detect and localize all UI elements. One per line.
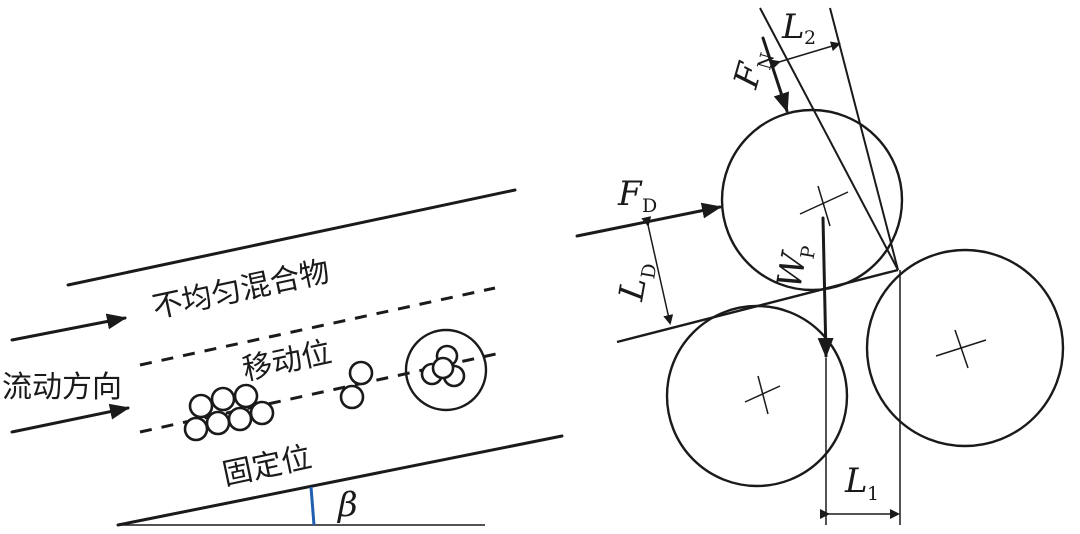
l1-label: L 1 (844, 461, 879, 505)
particle (233, 383, 259, 409)
particle (205, 410, 231, 436)
contact-reference-line (829, 7, 899, 271)
moving-layer-upper-boundary (139, 286, 496, 367)
fd-force-arrow (575, 202, 722, 238)
mixture-label: 不均匀混合物 (149, 254, 332, 326)
wp-label: W P (769, 244, 821, 291)
particle (210, 386, 236, 412)
flow-arrow-lower (10, 403, 130, 434)
svg-text:L: L (844, 461, 868, 501)
flow-direction-label: 流动方向 (2, 370, 122, 405)
ld-reference-line (616, 268, 899, 344)
moving-position-label: 移动位 (239, 335, 334, 388)
fn-label: F N (726, 50, 779, 93)
particle (348, 360, 374, 386)
particle (183, 416, 209, 442)
sphere-center-marks (744, 185, 987, 415)
particle (431, 356, 455, 380)
l2-dimension (769, 41, 841, 70)
ld-label: L D (611, 262, 661, 305)
svg-text:D: D (637, 262, 661, 281)
svg-text:N: N (753, 50, 779, 72)
fd-label: F D (617, 174, 657, 217)
channel-diagram: 不均匀混合物 流动方向 移动位 固定位 β (2, 188, 564, 527)
particle-pair (339, 360, 374, 410)
upper-sphere (720, 108, 904, 292)
particle (339, 384, 365, 410)
svg-text:D: D (642, 195, 657, 217)
angle-beta-label: β (336, 485, 358, 525)
sphere-force-diagram: F N L 2 F D L D W P L 1 (575, 7, 1065, 525)
channel-bottom-wall (116, 434, 564, 527)
angle-marker (309, 486, 316, 526)
svg-text:P: P (797, 244, 821, 261)
lower-right-sphere (865, 248, 1065, 448)
l2-label: L 2 (781, 7, 816, 49)
flow-arrow-upper (10, 313, 127, 342)
fn-force-arrow (761, 36, 789, 113)
particle-cluster (183, 383, 275, 442)
svg-text:F: F (617, 174, 643, 214)
particle (249, 400, 275, 426)
svg-text:L: L (781, 7, 805, 47)
svg-text:1: 1 (867, 483, 879, 505)
channel-upper-wall (66, 188, 517, 287)
fixed-position-label: 固定位 (219, 440, 314, 493)
particle (188, 393, 214, 419)
particle (227, 406, 253, 432)
svg-text:2: 2 (804, 27, 816, 49)
enclosing-circle (404, 328, 488, 412)
ld-dimension (641, 216, 674, 325)
wp-force-arrow (817, 216, 834, 358)
enclosed-particle-group (404, 328, 488, 412)
